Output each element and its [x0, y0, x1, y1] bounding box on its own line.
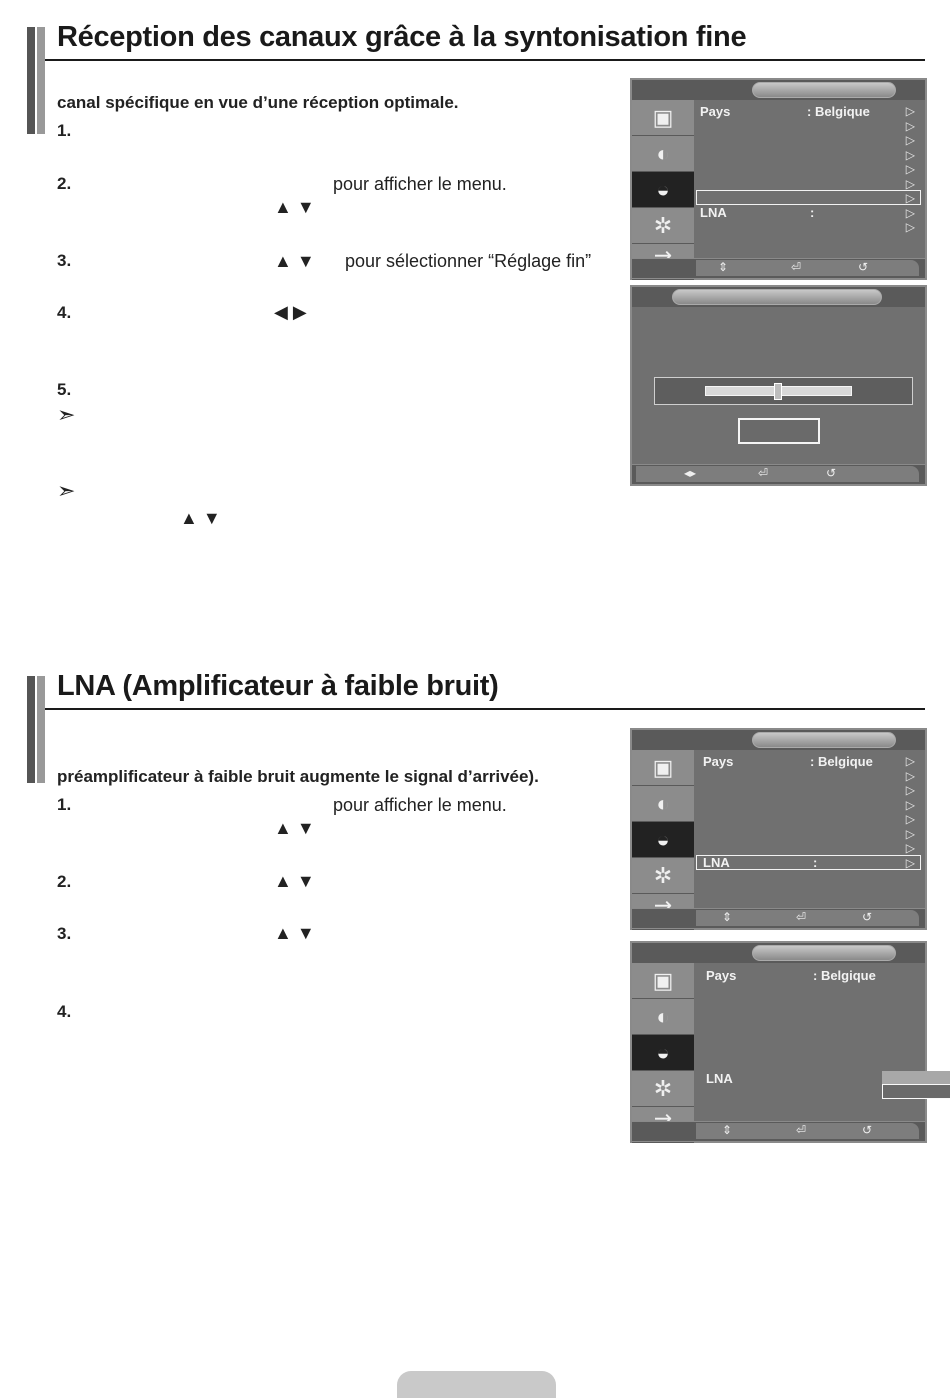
osd-arrow-column: ▷▷▷▷▷▷▷▷▷ [905, 104, 915, 234]
osd-sidebar: ▣ ◐ ◒ ✲ ⇶ [632, 750, 694, 930]
osd-pays-value: : Belgique [810, 754, 873, 769]
section1-sidebar-bar [27, 27, 45, 134]
osd-fine-tune: ◂▸ ⏎ ↺ [630, 285, 927, 486]
setup-icon: ✲ [632, 858, 694, 894]
return-icon: ↺ [862, 910, 873, 924]
osd-pays-label: Pays [703, 754, 734, 769]
osd-lna-label: LNA [703, 855, 730, 870]
s1-note2-arrows: ▲ ▼ [180, 508, 221, 528]
fine-tune-slider[interactable] [654, 377, 913, 405]
enter-icon: ⏎ [791, 260, 802, 274]
section1-intro: canal spécifique en vue d’une réception … [57, 93, 459, 112]
enter-icon: ⏎ [796, 1123, 807, 1137]
s1-step2-num: 2. [57, 174, 72, 193]
osd-title-pill [752, 82, 896, 98]
return-icon: ↺ [862, 1123, 873, 1137]
osd-lna-label: LNA [706, 1071, 733, 1086]
s1-step3-text: pour sélectionner “Réglage fin” [345, 251, 592, 271]
s2-step3-num: 3. [57, 924, 72, 943]
osd-lna-sep: : [813, 855, 818, 870]
osd-lna-sep: : [810, 205, 815, 220]
osd-lna-popup-menu: ▣ ◐ ◒ ✲ ⇶ Pays : Belgique LNA ⇕ ⏎ ↺ [630, 941, 950, 1143]
s2-step1-num: 1. [57, 795, 72, 814]
section1-title: Réception des canaux grâce à la syntonis… [57, 21, 747, 53]
lna-option-1[interactable] [882, 1071, 950, 1084]
channel-icon: ◒ [632, 172, 694, 208]
section1-rule [45, 59, 925, 61]
osd-pays-value: : Belgique [813, 968, 876, 983]
osd-arrow-column: ▷▷▷▷▷▷▷▷ [905, 754, 915, 870]
sound-icon: ◐ [632, 136, 694, 172]
lna-option-2-selected[interactable] [882, 1084, 950, 1099]
fine-tune-reset-button[interactable] [738, 418, 820, 444]
updown-icon: ⇕ [718, 260, 729, 274]
updown-icon: ⇕ [722, 1123, 733, 1137]
osd-pays-value: : Belgique [807, 104, 870, 119]
osd-highlight-fine-tune[interactable] [696, 190, 921, 205]
osd-title-pill [672, 289, 882, 305]
return-icon: ↺ [826, 466, 837, 480]
s2-step1-text: pour afficher le menu. [333, 795, 507, 815]
s1-note1-arrow: ➣ [57, 402, 76, 427]
leftright-icon: ◂▸ [684, 466, 697, 480]
channel-icon: ◒ [632, 822, 694, 858]
enter-icon: ⏎ [796, 910, 807, 924]
osd-title-pill [752, 945, 896, 961]
osd-highlight-lna[interactable] [696, 855, 921, 870]
setup-icon: ✲ [632, 208, 694, 244]
section2-sidebar-bar [27, 676, 45, 783]
setup-icon: ✲ [632, 1071, 694, 1107]
osd-channel-menu-1: ▣ ◐ ◒ ✲ ⇶ Pays : Belgique ▷▷▷▷▷▷▷▷▷ LNA … [630, 78, 927, 280]
osd-title-pill [752, 732, 896, 748]
section2-title: LNA (Amplificateur à faible bruit) [57, 670, 499, 702]
fine-tune-slider-knob[interactable] [774, 383, 782, 400]
s1-step3-arrows: ▲ ▼ [274, 251, 315, 271]
osd-sidebar: ▣ ◐ ◒ ✲ ⇶ [632, 963, 694, 1143]
s2-step2-arrows: ▲ ▼ [274, 871, 315, 891]
s1-step3-num: 3. [57, 251, 72, 270]
osd-sidebar: ▣ ◐ ◒ ✲ ⇶ [632, 100, 694, 280]
section2-intro: préamplificateur à faible bruit augmente… [57, 767, 539, 786]
return-icon: ↺ [858, 260, 869, 274]
s1-step4-num: 4. [57, 303, 72, 322]
s1-step4-arrows: ◀ ▶ [274, 302, 307, 322]
enter-icon: ⏎ [758, 466, 769, 480]
page-number-tab [397, 1371, 556, 1398]
s2-step2-num: 2. [57, 872, 72, 891]
osd-pays-label: Pays [706, 968, 737, 983]
s1-step2-text: pour afficher le menu. [333, 174, 507, 194]
sound-icon: ◐ [632, 999, 694, 1035]
s2-step1-arrows: ▲ ▼ [274, 818, 315, 838]
osd-channel-menu-2: ▣ ◐ ◒ ✲ ⇶ Pays : Belgique ▷▷▷▷▷▷▷▷ LNA :… [630, 728, 927, 930]
s1-step1-num: 1. [57, 121, 72, 140]
picture-icon: ▣ [632, 100, 694, 136]
sound-icon: ◐ [632, 786, 694, 822]
s1-note2-arrow: ➣ [57, 478, 76, 503]
picture-icon: ▣ [632, 963, 694, 999]
s2-step4-num: 4. [57, 1002, 72, 1021]
updown-icon: ⇕ [722, 910, 733, 924]
s2-step3-arrows: ▲ ▼ [274, 923, 315, 943]
s1-step5-num: 5. [57, 380, 72, 399]
picture-icon: ▣ [632, 750, 694, 786]
osd-lna-label: LNA [700, 205, 727, 220]
osd-pays-label: Pays [700, 104, 731, 119]
channel-icon: ◒ [632, 1035, 694, 1071]
section2-rule [45, 708, 925, 710]
s1-step2-arrows: ▲ ▼ [274, 197, 315, 217]
